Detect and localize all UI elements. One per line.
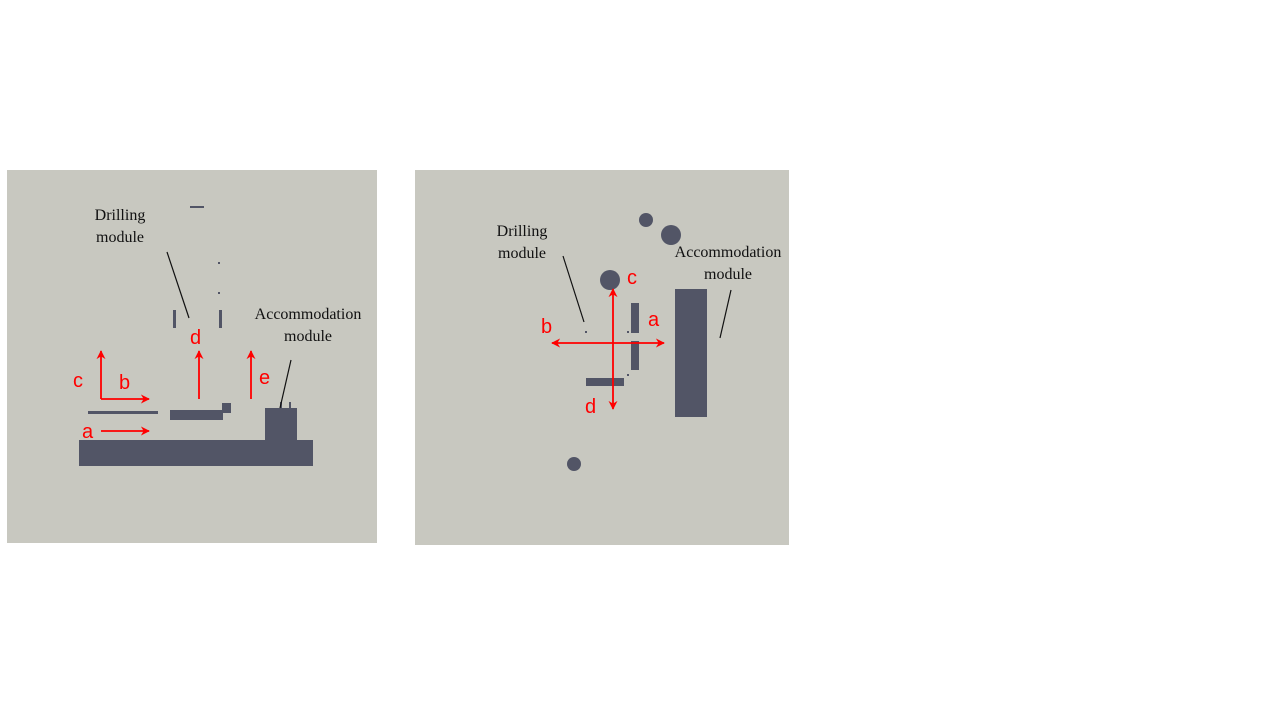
top-accommodation-leader: [719, 289, 732, 339]
top-accommodation-label-line-1: Accommodation: [674, 244, 782, 261]
top-arrow-label-b: b: [541, 316, 553, 338]
accommodation-mast-right: [289, 402, 291, 410]
top-view-structures: [567, 213, 707, 471]
drilling-deck: [170, 410, 223, 420]
derrick-dot-2: [218, 292, 220, 294]
direction-arrows: [96, 288, 665, 436]
derrick-piece-top: [190, 206, 204, 208]
drilling-bar-horizontal: [586, 378, 624, 386]
accommodation-block-top: [675, 289, 707, 417]
side-drilling-leader: [166, 251, 190, 319]
side-drilling-label-line-1: Drilling: [94, 207, 146, 224]
column-large-top: [661, 225, 681, 245]
side-view-panel: [7, 170, 377, 543]
thin-deck-line: [88, 411, 158, 414]
top-drilling-leader: [562, 255, 585, 323]
top-view-panel: [415, 170, 789, 545]
side-arrow-label-b: b: [119, 372, 131, 394]
derrick-piece-right: [219, 310, 222, 328]
side-arrow-label-d: d: [190, 327, 202, 349]
side-accommodation-label-line-1: Accommodation: [254, 306, 362, 323]
drilling-bar-upper: [631, 303, 639, 333]
side-accommodation-module-label: Accommodation module: [244, 304, 372, 348]
drilling-dot-b: [627, 331, 629, 333]
side-drilling-label-line-2: module: [96, 229, 144, 246]
platform-deck: [79, 440, 313, 466]
top-arrow-label-a: a: [648, 309, 660, 331]
top-arrow-label-c: c: [627, 267, 637, 289]
accommodation-block: [265, 408, 297, 442]
top-accommodation-module-label: Accommodation module: [664, 242, 792, 286]
drilling-dot-c: [627, 374, 629, 376]
leader-lines: [166, 251, 732, 409]
drilling-bar-lower: [631, 341, 639, 370]
side-view-structures: [79, 206, 313, 466]
top-drilling-label-line-1: Drilling: [496, 223, 548, 240]
drilling-dot-a: [585, 331, 587, 333]
side-arrow-label-a: a: [82, 421, 94, 443]
top-drilling-module-label: Drilling module: [482, 221, 562, 265]
column-drilling: [600, 270, 620, 290]
side-accommodation-label-line-2: module: [284, 328, 332, 345]
side-arrow-label-e: e: [259, 367, 271, 389]
column-bottom-left: [567, 457, 581, 471]
top-drilling-label-line-2: module: [498, 245, 546, 262]
derrick-dot-1: [218, 262, 220, 264]
side-drilling-module-label: Drilling module: [80, 205, 160, 249]
top-arrow-label-d: d: [585, 396, 597, 418]
top-accommodation-label-line-2: module: [704, 266, 752, 283]
side-arrow-label-c: c: [73, 370, 83, 392]
drilling-deck-post: [222, 403, 231, 413]
side-accommodation-leader: [279, 359, 292, 409]
derrick-piece-left: [173, 310, 176, 328]
column-small-top: [639, 213, 653, 227]
